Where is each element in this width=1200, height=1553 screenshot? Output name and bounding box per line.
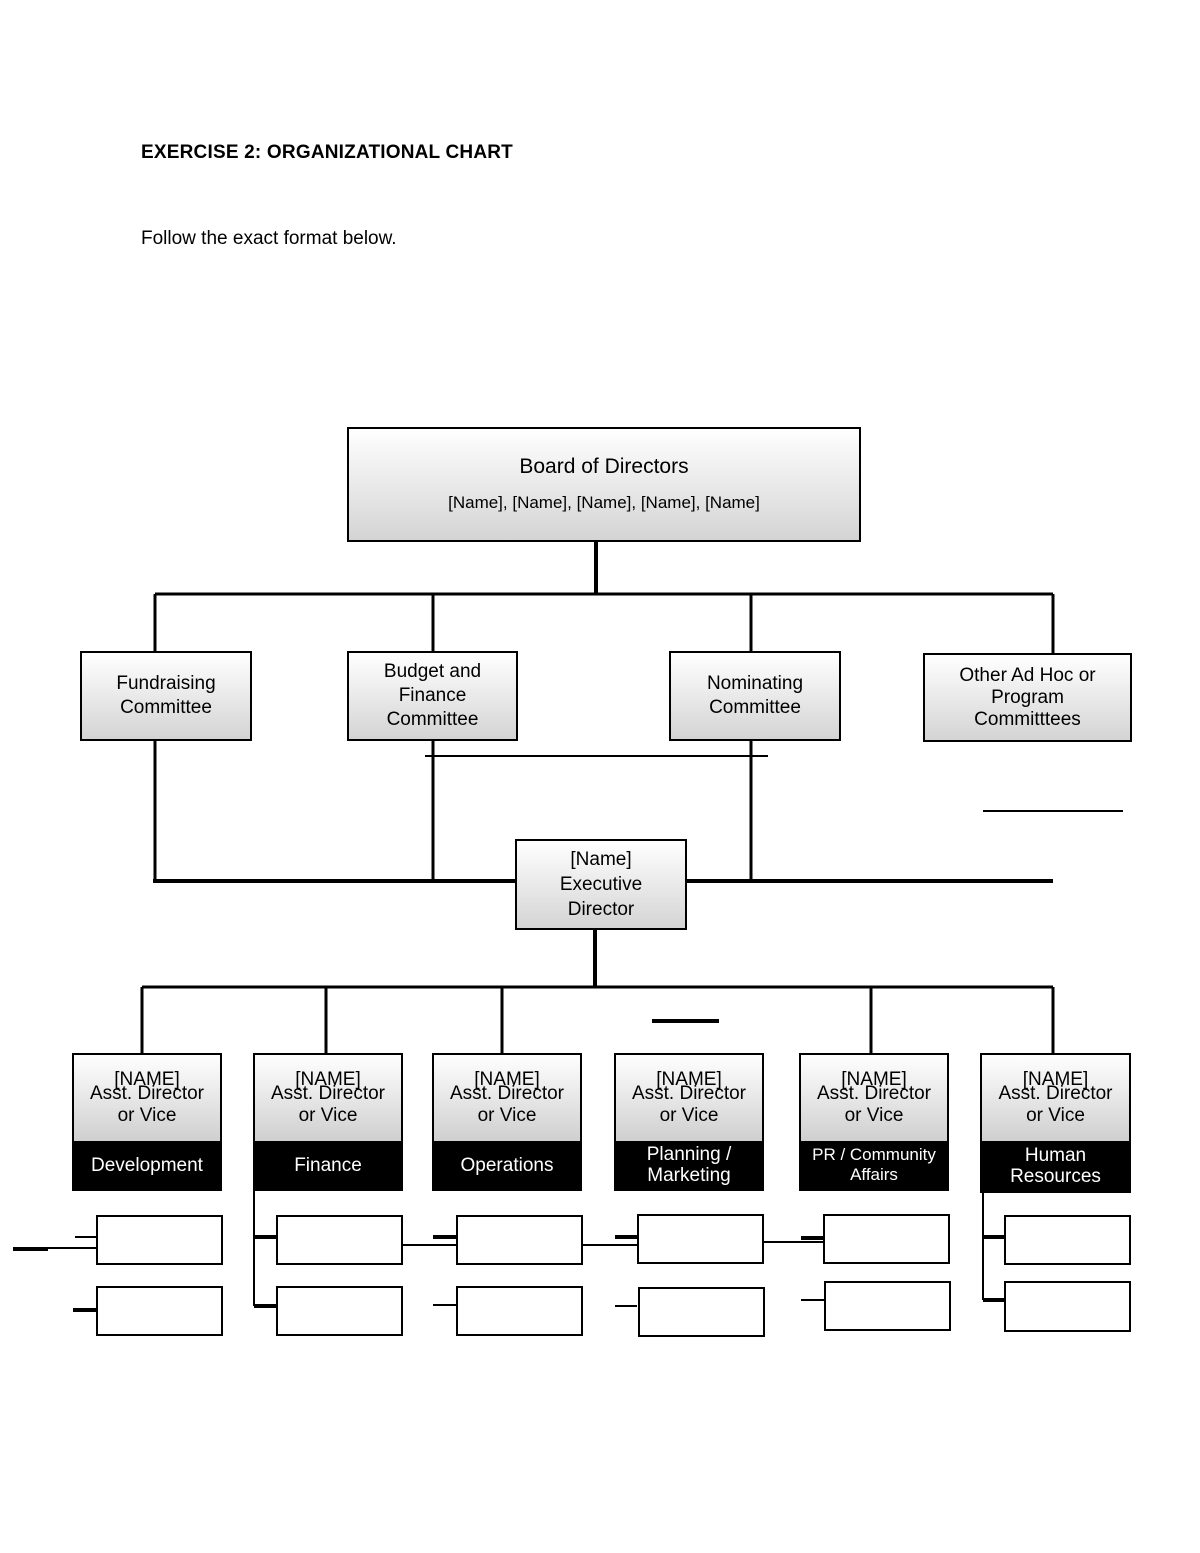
- dept-name: [NAME]: [295, 1069, 361, 1090]
- empty-box: [638, 1287, 765, 1337]
- dept-role: Asst. Director or Vice: [449, 1083, 565, 1126]
- empty-box: [276, 1286, 403, 1336]
- dept-finance: [NAME] Asst. Director or Vice Finance: [253, 1053, 403, 1191]
- executive-director-box: [Name] Executive Director: [515, 839, 687, 930]
- dept-pr-community-affairs: [NAME] Asst. Director or Vice PR / Commu…: [799, 1053, 949, 1191]
- dept-label: PR / Community Affairs: [801, 1141, 947, 1189]
- empty-box: [823, 1214, 950, 1264]
- board-names: [Name], [Name], [Name], [Name], [Name]: [448, 492, 760, 512]
- dept-label: Human Resources: [982, 1141, 1129, 1191]
- empty-box: [456, 1286, 583, 1336]
- committee-fundraising: Fundraising Committee: [80, 651, 252, 741]
- empty-box: [1004, 1281, 1131, 1332]
- dept-label: Development: [74, 1141, 220, 1189]
- dept-development: [NAME] Asst. Director or Vice Developmen…: [72, 1053, 222, 1191]
- dept-label: Planning / Marketing: [616, 1141, 762, 1189]
- empty-box: [96, 1286, 223, 1336]
- dept-name: [NAME]: [656, 1069, 722, 1090]
- dept-name: [NAME]: [841, 1069, 907, 1090]
- executive-label: [Name] Executive Director: [559, 849, 643, 920]
- empty-box: [1004, 1215, 1131, 1265]
- committee-label: Budget and Finance Committee: [383, 661, 482, 730]
- dept-role: Asst. Director or Vice: [998, 1083, 1113, 1126]
- board-of-directors-box: Board of Directors [Name], [Name], [Name…: [347, 427, 861, 542]
- empty-box: [96, 1215, 223, 1265]
- empty-box: [637, 1214, 764, 1264]
- dept-human-resources: [NAME] Asst. Director or Vice Human Reso…: [980, 1053, 1131, 1193]
- dept-planning-marketing: [NAME] Asst. Director or Vice Planning /…: [614, 1053, 764, 1191]
- dept-name: [NAME]: [114, 1069, 180, 1090]
- dept-role: Asst. Director or Vice: [816, 1083, 932, 1126]
- instruction-text: Follow the exact format below.: [141, 228, 397, 249]
- dept-label: Operations: [434, 1141, 580, 1189]
- dept-role: Asst. Director or Vice: [89, 1083, 205, 1126]
- dept-operations: [NAME] Asst. Director or Vice Operations: [432, 1053, 582, 1191]
- dept-label: Finance: [255, 1141, 401, 1189]
- empty-box: [456, 1215, 583, 1265]
- board-title: Board of Directors: [519, 454, 689, 478]
- committee-label: Fundraising Committee: [116, 673, 216, 718]
- committee-nominating: Nominating Committee: [669, 651, 841, 741]
- committee-label: Nominating Committee: [706, 673, 804, 718]
- empty-box: [276, 1215, 403, 1265]
- dept-role: Asst. Director or Vice: [270, 1083, 386, 1126]
- page-title: EXERCISE 2: ORGANIZATIONAL CHART: [141, 142, 513, 163]
- dept-name: [NAME]: [474, 1069, 540, 1090]
- dept-role: Asst. Director or Vice: [631, 1083, 747, 1126]
- committee-other-ad-hoc: Other Ad Hoc or Program Committtees: [923, 653, 1132, 742]
- empty-box: [824, 1281, 951, 1331]
- committee-budget-finance: Budget and Finance Committee: [347, 651, 518, 741]
- committee-label: Other Ad Hoc or Program Committtees: [959, 664, 1096, 730]
- dept-name: [NAME]: [1022, 1069, 1089, 1090]
